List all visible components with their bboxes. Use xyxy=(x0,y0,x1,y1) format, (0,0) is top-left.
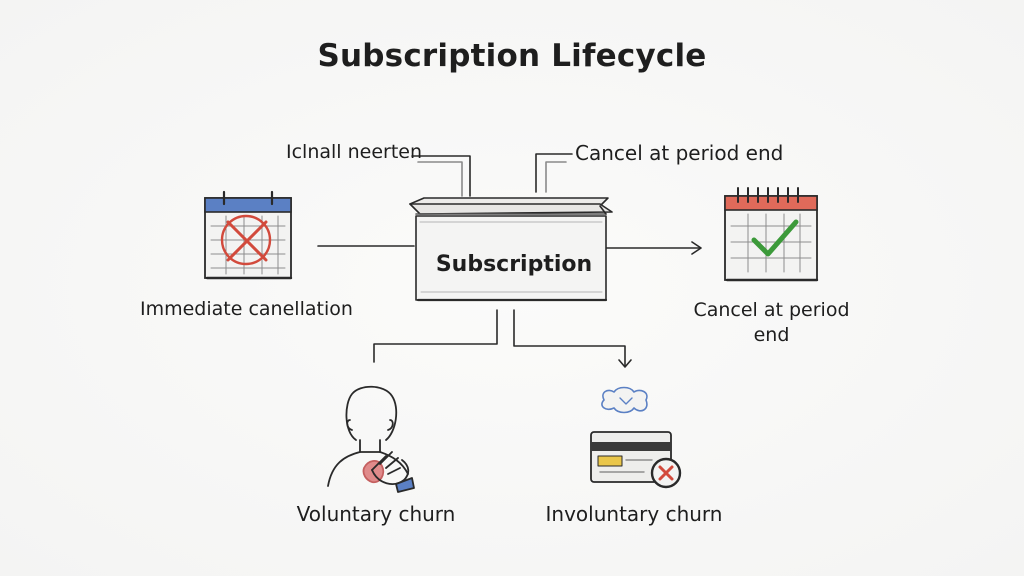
involuntary-churn-label: Involuntary churn xyxy=(545,502,723,526)
arrow-right xyxy=(603,241,702,255)
immediate-cancellation-label: Immediate canellation xyxy=(140,298,353,320)
person-touch-icon xyxy=(327,385,415,493)
calendar-check-icon xyxy=(724,187,819,282)
declined-card-icon xyxy=(590,386,682,489)
voluntary-churn-label: Voluntary churn xyxy=(296,502,456,526)
connector-bottom xyxy=(373,309,632,368)
connector-top-left xyxy=(411,155,471,197)
diagram-title: Subscription Lifecycle xyxy=(317,38,707,74)
connector-top-right xyxy=(535,153,573,193)
box-icon xyxy=(409,197,613,302)
label-top-left: Iclnall neerten xyxy=(286,141,423,163)
label-top-right: Cancel at period end xyxy=(575,141,784,165)
calendar-cross-icon xyxy=(204,190,293,280)
subscription-box-label: Subscription xyxy=(435,252,593,277)
cancel-at-period-end-label: Cancel at period end xyxy=(693,299,850,346)
